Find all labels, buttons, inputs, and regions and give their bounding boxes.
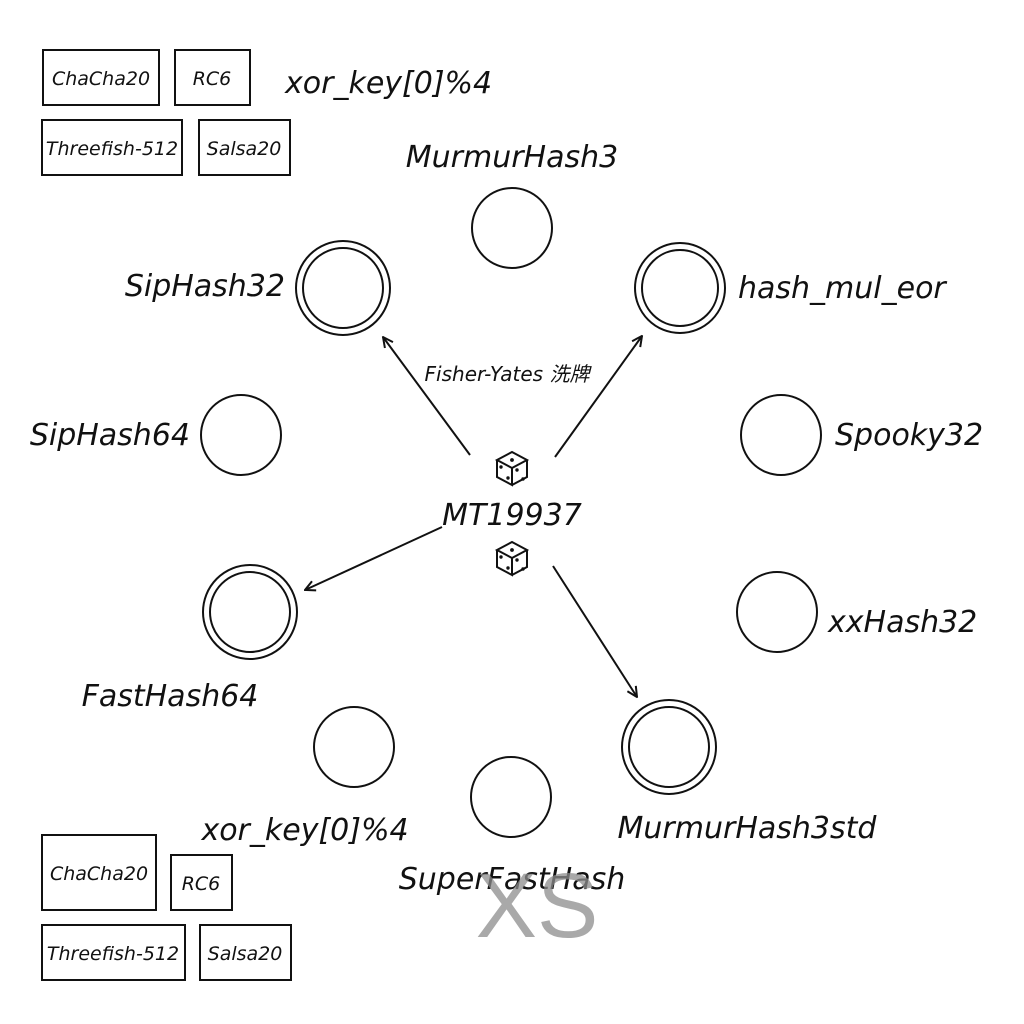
hash-node-murmurhash3: MurmurHash3 [406, 140, 618, 269]
cipher-box-salsa20: Salsa20 [198, 119, 291, 176]
node-label: FastHash64 [82, 679, 259, 714]
arrow-to-siphash32 [383, 337, 471, 456]
hash-node-xxhash32: xxHash32 [736, 571, 977, 653]
hash-node-hash-mul-eor: hash_mul_eor [634, 242, 947, 334]
cipher-box-chacha20: ChaCha20 [42, 49, 160, 106]
shuffle-label: Fisher-Yates 洗牌 [425, 362, 593, 386]
hash-node-siphash64: SipHash64 [30, 394, 282, 476]
cipher-box-threefish-512: Threefish-512 [41, 924, 186, 981]
cipher-label: Threefish-512 [47, 943, 179, 965]
cipher-label: Salsa20 [208, 943, 283, 965]
cipher-label: Threefish-512 [46, 138, 178, 160]
node-label: Spooky32 [835, 418, 983, 453]
arrow-to-murmurhash3std [552, 565, 637, 697]
hash-node-spooky32: Spooky32 [740, 394, 983, 476]
node-label: SuperFastHash [399, 862, 626, 897]
watermark: XS [476, 855, 599, 957]
prng-center: MT19937 [442, 450, 582, 577]
cipher-selector-label: xor_key[0]%4 [200, 813, 408, 848]
node-label: xxHash32 [827, 605, 977, 640]
cipher-group-bottom: xor_key[0]%4 ChaCha20 RC6 Threefish-512 … [41, 813, 409, 981]
hash-node-unlabeled [313, 706, 395, 788]
arrow-to-hash-mul-eor [554, 336, 642, 458]
cipher-selector-label: xor_key[0]%4 [284, 66, 492, 101]
node-label: SipHash32 [125, 269, 285, 304]
cipher-group-top: ChaCha20 RC6 xor_key[0]%4 Threefish-512 … [41, 49, 492, 176]
cipher-box-threefish-512: Threefish-512 [41, 119, 183, 176]
node-label: hash_mul_eor [738, 271, 947, 306]
cipher-label: ChaCha20 [50, 863, 148, 885]
dice-icon [494, 450, 530, 487]
node-label: SipHash64 [30, 418, 190, 453]
cipher-label: ChaCha20 [52, 68, 150, 90]
dice-icon [494, 540, 530, 577]
node-label: MurmurHash3std [618, 811, 878, 846]
cipher-label: RC6 [182, 873, 221, 895]
hash-node-fasthash64: FastHash64 [82, 564, 298, 714]
cipher-box-rc6: RC6 [174, 49, 251, 106]
hash-node-murmurhash3std: MurmurHash3std [618, 699, 878, 846]
hash-node-siphash32: SipHash32 [125, 240, 391, 336]
cipher-box-rc6: RC6 [170, 854, 233, 911]
arrow-to-fasthash64 [305, 526, 443, 590]
prng-label: MT19937 [442, 498, 582, 533]
hash-node-superfasthash: SuperFastHash [399, 756, 626, 897]
cipher-label: RC6 [193, 68, 232, 90]
cipher-box-chacha20: ChaCha20 [41, 834, 157, 911]
cipher-box-salsa20: Salsa20 [199, 924, 292, 981]
node-label: MurmurHash3 [406, 140, 618, 175]
cipher-label: Salsa20 [207, 138, 282, 160]
